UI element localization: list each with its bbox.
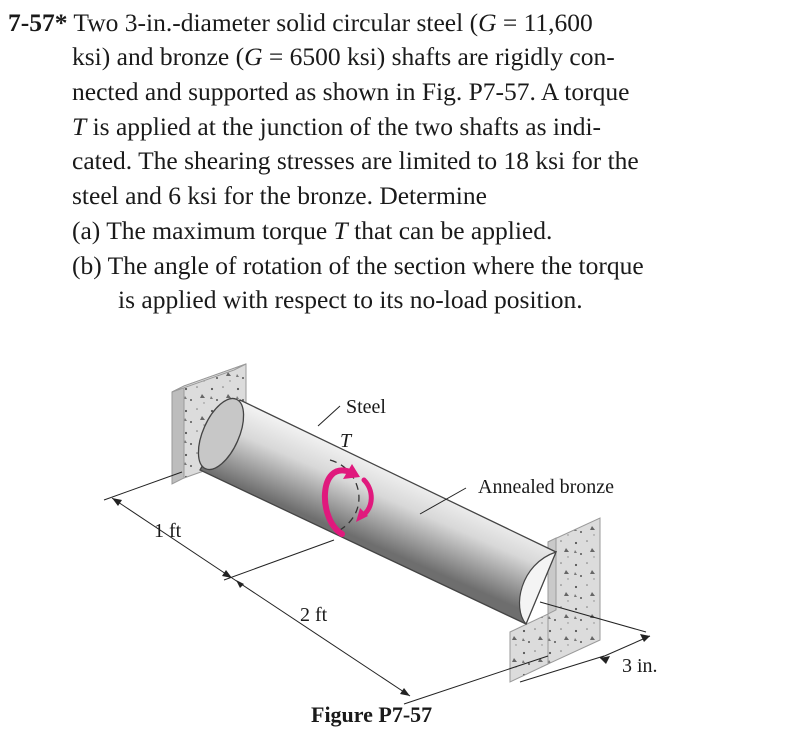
dimension-lines xyxy=(103,471,651,705)
problem-line-3: nected and supported as shown in Fig. P7… xyxy=(72,75,629,110)
text-segment: T xyxy=(72,112,87,141)
text-segment: cated. The shearing stresses are limited… xyxy=(72,146,639,175)
problem-number: 7-57* xyxy=(8,8,68,37)
shaft-body xyxy=(199,399,557,625)
steel-label: Steel xyxy=(346,396,386,418)
length-bronze-label: 2 ft xyxy=(300,604,328,626)
problem-line-4: T is applied at the junction of the two … xyxy=(72,110,601,145)
shaft-right-end xyxy=(518,551,558,626)
text-segment: (b) The angle of rotation of the section… xyxy=(72,251,644,280)
problem-line-5: cated. The shearing stresses are limited… xyxy=(72,144,639,179)
shaft-left-end xyxy=(197,397,245,471)
text-segment: = 11,600 xyxy=(496,8,593,37)
diameter-label: 3 in. xyxy=(622,655,658,677)
problem-part-b-cont: is applied with respect to its no-load p… xyxy=(118,283,583,318)
bronze-label: Annealed bronze xyxy=(478,476,615,498)
text-segment: nected and supported as shown in Fig. P7… xyxy=(72,77,630,106)
text-segment: steel and 6 ksi for the bronze. Determin… xyxy=(72,181,487,210)
length-steel-label: 1 ft xyxy=(154,520,182,542)
steel-leader xyxy=(317,405,341,427)
text-segment: (a) The maximum torque xyxy=(72,216,334,245)
torque-arrow xyxy=(322,464,374,537)
bronze-leader xyxy=(419,487,467,515)
text-segment: ksi) and bronze ( xyxy=(72,42,245,71)
junction-line xyxy=(329,459,360,531)
text-segment: that can be applied. xyxy=(347,216,553,245)
text-segment: Two 3-in.-diameter solid circular steel … xyxy=(67,8,479,37)
text-segment: G xyxy=(244,42,263,71)
problem-line-6: steel and 6 ksi for the bronze. Determin… xyxy=(72,179,487,214)
problem-part-b: (b) The angle of rotation of the section… xyxy=(72,249,644,284)
dimension-arrowheads xyxy=(112,498,650,696)
shaft-figure xyxy=(103,363,651,705)
text-segment: is applied at the junction of the two sh… xyxy=(86,112,602,141)
text-segment: T xyxy=(333,216,348,245)
text-segment: is applied with respect to its no-load p… xyxy=(118,285,583,314)
problem-part-a: (a) The maximum torque T that can be app… xyxy=(72,214,552,249)
torque-label: T xyxy=(340,430,352,452)
problem-line-1: 7-57* Two 3-in.-diameter solid circular … xyxy=(8,6,593,41)
text-segment: = 6500 ksi) shafts are rigidly con- xyxy=(262,42,615,71)
figure-caption: Figure P7-57 xyxy=(311,702,433,727)
problem-line-2: ksi) and bronze (G = 6500 ksi) shafts ar… xyxy=(72,40,615,75)
text-segment: G xyxy=(478,8,497,37)
